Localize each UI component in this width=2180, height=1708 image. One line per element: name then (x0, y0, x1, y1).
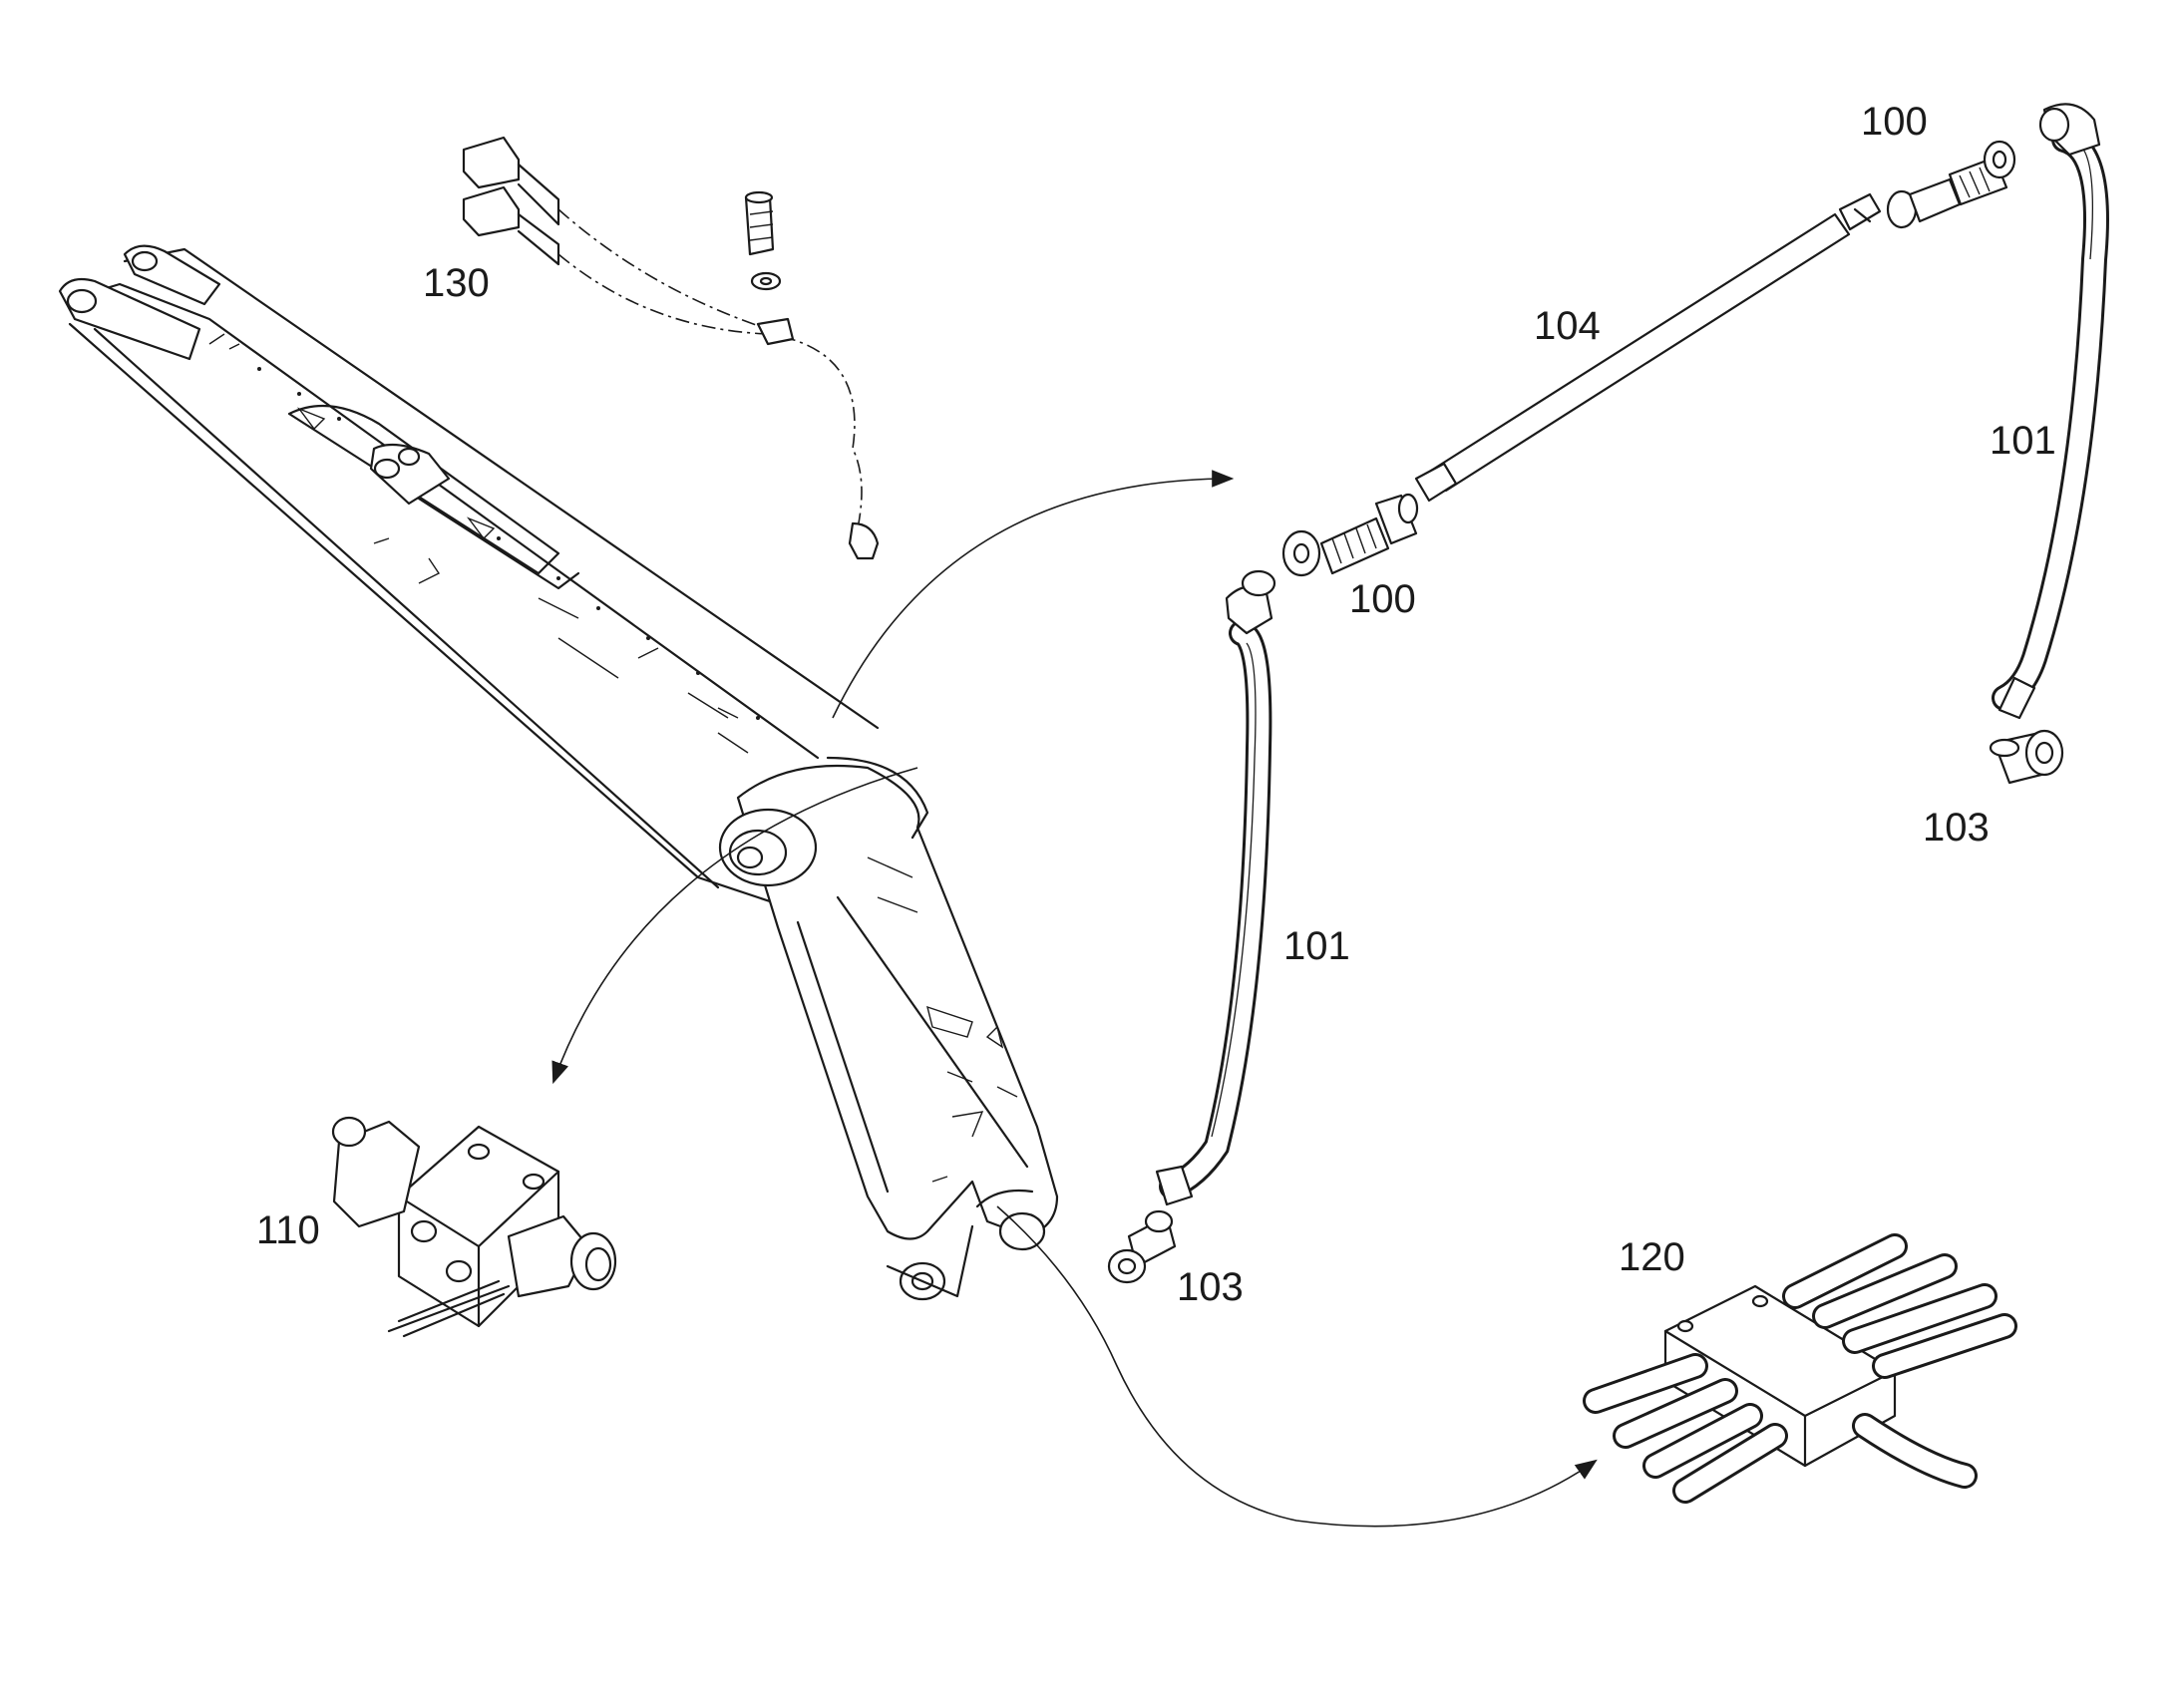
leader-arrow-to-pipes (832, 470, 1235, 719)
boom-arm (58, 244, 1059, 1301)
part-100-fitting-upper (1886, 140, 2016, 229)
part-130-wiring-harness (462, 136, 880, 560)
part-101-hose-middle (1155, 569, 1276, 1206)
callout-100-upper: 100 (1861, 100, 1928, 144)
part-110-solenoid-valve (331, 1116, 617, 1338)
callout-103-middle: 103 (1177, 1265, 1244, 1309)
callout-101-middle: 101 (1283, 924, 1350, 968)
callout-120: 120 (1619, 1235, 1685, 1279)
part-104-hydraulic-pipe (1414, 192, 1882, 503)
callout-101-right: 101 (1990, 419, 2056, 463)
part-120-manifold-block (1583, 1233, 2017, 1504)
leader-arrow-to-manifold (996, 1205, 1598, 1528)
callout-130: 130 (423, 261, 490, 305)
leader-arrows (551, 470, 1598, 1528)
callout-103-right: 103 (1923, 806, 1990, 850)
callout-100-lower: 100 (1349, 577, 1416, 621)
part-101-hose-right (1992, 103, 2109, 720)
callout-110: 110 (256, 1208, 320, 1252)
part-100-fitting-lower (1281, 493, 1419, 577)
leader-arrow-to-valve (551, 767, 918, 1085)
part-103-elbow-middle (1107, 1209, 1177, 1284)
part-103-elbow-right (1989, 729, 2064, 785)
callout-104: 104 (1534, 304, 1601, 348)
